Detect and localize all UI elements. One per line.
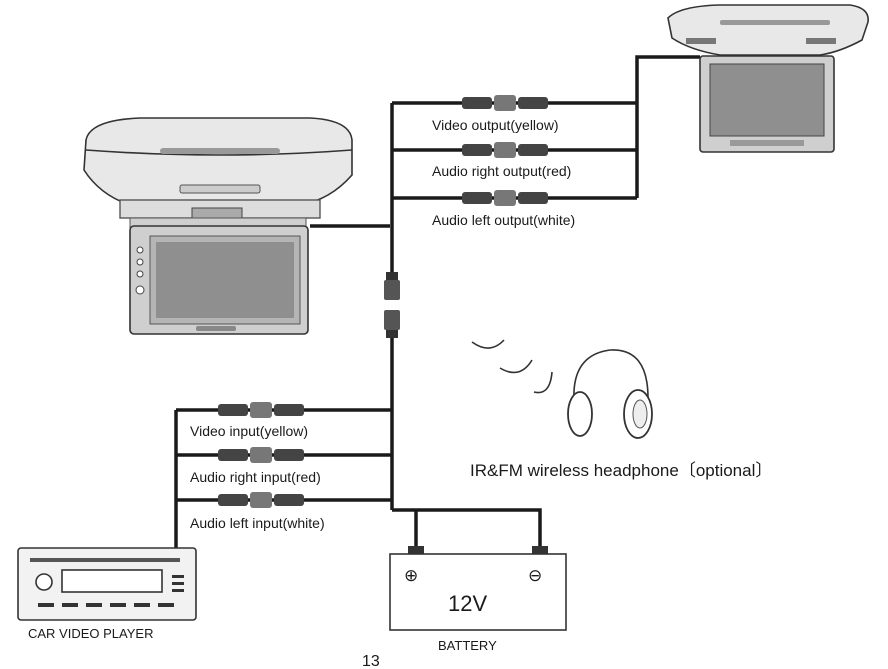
wireless-signal-wave [499,359,533,374]
rca-connector [218,447,304,463]
trunk-plug-connector [384,272,400,338]
car-video-player [17,547,197,621]
battery-plus-symbol: ⊕ [404,566,418,585]
secondary-overhead-monitor [667,4,869,153]
wireless-signal-wave [533,371,553,394]
battery-negative-terminal [532,546,548,554]
video-output-label: Video output(yellow) [432,117,559,133]
battery [389,546,567,631]
audio-left-output-label: Audio left output(white) [432,212,575,228]
main-overhead-monitor [83,117,353,335]
headphone-label: IR&FM wireless headphone〔optional〕 [470,461,772,480]
wireless-headphone [471,339,653,439]
video-input-label: Video input(yellow) [190,423,308,439]
battery-voltage-label: 12V [448,591,487,616]
battery-negative-wire [392,508,542,548]
audio-left-input-label: Audio left input(white) [190,515,325,531]
wireless-signal-wave [471,339,505,349]
audio-right-input-label: Audio right input(red) [190,469,321,485]
rca-connector [462,190,548,206]
secondary-screen-cable [635,55,700,103]
rca-connector [218,402,304,418]
battery-minus-symbol: ⊖ [528,566,542,585]
audio-right-output-label: Audio right output(red) [432,163,571,179]
page-number: 13 [362,653,380,669]
rca-connector [218,492,304,508]
rca-connector [462,95,548,111]
rca-connector [462,142,548,158]
battery-label: BATTERY [438,638,497,653]
car-video-player-label: CAR VIDEO PLAYER [28,626,153,641]
battery-positive-terminal [408,546,424,554]
